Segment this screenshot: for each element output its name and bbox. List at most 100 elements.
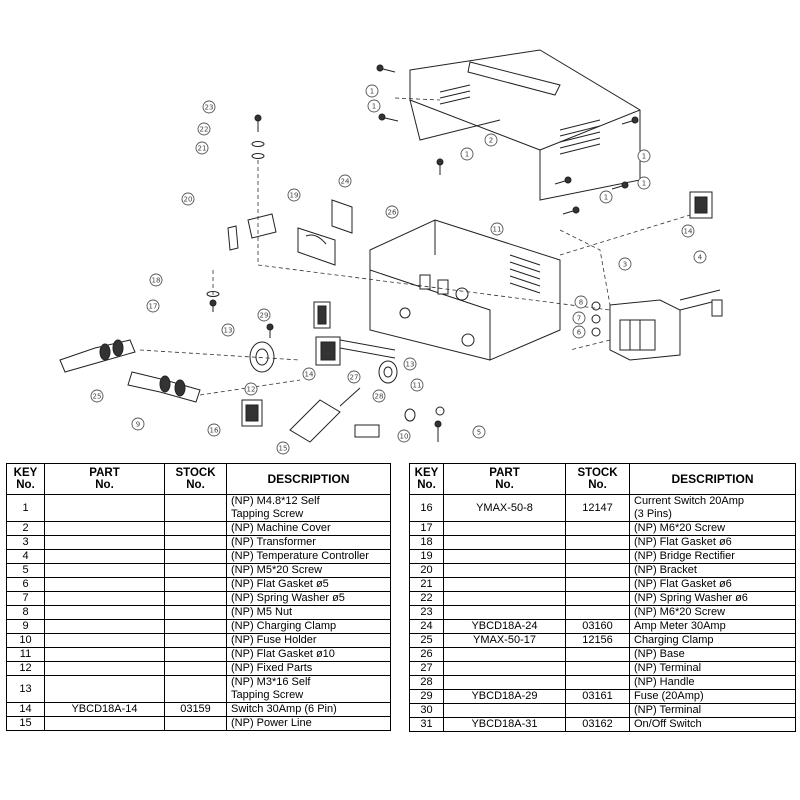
stock-number-cell — [164, 591, 227, 606]
callout-21: 21 — [195, 141, 209, 155]
callout-1f: 1 — [637, 176, 651, 190]
svg-text:13: 13 — [224, 327, 233, 335]
description-cell: (NP) Fuse Holder — [226, 633, 391, 648]
key-cell: 11 — [6, 647, 45, 662]
table-row: 18(NP) Flat Gasket ø6 — [409, 535, 796, 550]
header-description: DESCRIPTION — [629, 463, 796, 495]
part-number-cell — [44, 647, 165, 662]
header-stock: STOCK No. — [164, 463, 227, 495]
description-cell: (NP) M4.8*12 Self Tapping Screw — [226, 494, 391, 522]
callout-14a: 14 — [681, 224, 695, 238]
part-number-cell: YBCD18A-24 — [443, 619, 566, 634]
switches-drawing — [241, 191, 713, 427]
svg-text:12: 12 — [247, 386, 256, 394]
callout-26: 26 — [385, 205, 399, 219]
stock-number-cell — [164, 661, 227, 676]
description-cell: (NP) M5 Nut — [226, 605, 391, 620]
machine-cover-drawing — [409, 49, 641, 201]
svg-text:1: 1 — [642, 180, 646, 188]
description-cell: (NP) M3*16 Self Tapping Screw — [226, 675, 391, 703]
callout-22: 22 — [197, 122, 211, 136]
key-cell: 3 — [6, 535, 45, 550]
callout-19: 19 — [287, 188, 301, 202]
table-row: 7(NP) Spring Washer ø5 — [6, 591, 391, 606]
header-key: KEY No. — [6, 463, 45, 495]
table-row: 17(NP) M6*20 Screw — [409, 521, 796, 536]
svg-text:1: 1 — [465, 151, 469, 159]
stock-number-cell — [565, 661, 630, 676]
table-row: 22(NP) Spring Washer ø6 — [409, 591, 796, 606]
callout-24: 24 — [338, 174, 352, 188]
table-row: 6(NP) Flat Gasket ø5 — [6, 577, 391, 592]
stock-number-cell — [164, 633, 227, 648]
part-number-cell — [44, 633, 165, 648]
table-row: 20(NP) Bracket — [409, 563, 796, 578]
key-cell: 4 — [6, 549, 45, 564]
callout-2: 2 — [484, 133, 498, 147]
header-part-text: PART No. — [89, 467, 120, 491]
stock-number-cell — [565, 591, 630, 606]
stock-number-cell — [565, 521, 630, 536]
table-row: 19(NP) Bridge Rectifier — [409, 549, 796, 564]
header-stock: STOCK No. — [565, 463, 630, 495]
svg-text:11: 11 — [493, 226, 502, 234]
stock-number-cell: 03161 — [565, 689, 630, 704]
svg-text:1: 1 — [370, 88, 374, 96]
description-cell: Fuse (20Amp) — [629, 689, 796, 704]
table-row: 27(NP) Terminal — [409, 661, 796, 676]
svg-text:13: 13 — [406, 361, 415, 369]
exploded-parts-diagram: 1 1 1 1 1 1 2 3 4 5 6 7 8 9 10 11 11 12 … — [59, 49, 723, 455]
svg-text:25: 25 — [93, 393, 102, 401]
power-line-drawing — [289, 387, 361, 443]
header-description: DESCRIPTION — [226, 463, 391, 495]
stock-number-cell — [164, 716, 227, 731]
key-cell: 21 — [409, 577, 444, 592]
part-number-cell — [44, 716, 165, 731]
svg-text:20: 20 — [184, 196, 193, 204]
description-cell: (NP) Fixed Parts — [226, 661, 391, 676]
svg-text:3: 3 — [623, 261, 627, 269]
callout-1d: 1 — [637, 149, 651, 163]
part-number-cell — [44, 563, 165, 578]
part-number-cell — [44, 661, 165, 676]
description-cell: (NP) Terminal — [629, 661, 796, 676]
callout-12: 12 — [244, 382, 258, 396]
description-cell: (NP) M5*20 Screw — [226, 563, 391, 578]
callout-5: 5 — [472, 425, 486, 439]
callout-15: 15 — [276, 441, 290, 455]
table-row: 11 (NP) Flat Gasket ø10 — [6, 647, 391, 662]
part-number-cell — [443, 647, 566, 662]
svg-text:19: 19 — [290, 192, 299, 200]
description-cell: (NP) Flat Gasket ø10 — [226, 647, 391, 662]
table-row: 9(NP) Charging Clamp — [6, 619, 391, 634]
callout-18: 18 — [149, 273, 163, 287]
svg-text:4: 4 — [698, 254, 703, 262]
key-cell: 30 — [409, 703, 444, 718]
key-cell: 22 — [409, 591, 444, 606]
stock-number-cell: 12147 — [565, 494, 630, 522]
part-number-cell — [443, 661, 566, 676]
description-cell: (NP) Flat Gasket ø6 — [629, 577, 796, 592]
part-number-cell: YBCD18A-31 — [443, 717, 566, 732]
part-number-cell — [443, 605, 566, 620]
part-number-cell — [44, 549, 165, 564]
stock-number-cell — [164, 675, 227, 703]
callout-29: 29 — [257, 308, 271, 322]
part-number-cell: YBCD18A-14 — [44, 702, 165, 717]
part-number-cell — [44, 675, 165, 703]
svg-text:15: 15 — [279, 445, 288, 453]
stock-number-cell — [565, 549, 630, 564]
callout-4: 4 — [693, 250, 707, 264]
callout-17: 17 — [146, 299, 160, 313]
part-number-cell — [443, 703, 566, 718]
amp-meter-drawing — [297, 199, 353, 266]
svg-text:14: 14 — [684, 228, 693, 236]
description-cell: (NP) Charging Clamp — [226, 619, 391, 634]
svg-text:14: 14 — [305, 371, 314, 379]
description-cell: (NP) Spring Washer ø5 — [226, 591, 391, 606]
description-cell: (NP) Temperature Controller — [226, 549, 391, 564]
part-number-cell — [443, 535, 566, 550]
